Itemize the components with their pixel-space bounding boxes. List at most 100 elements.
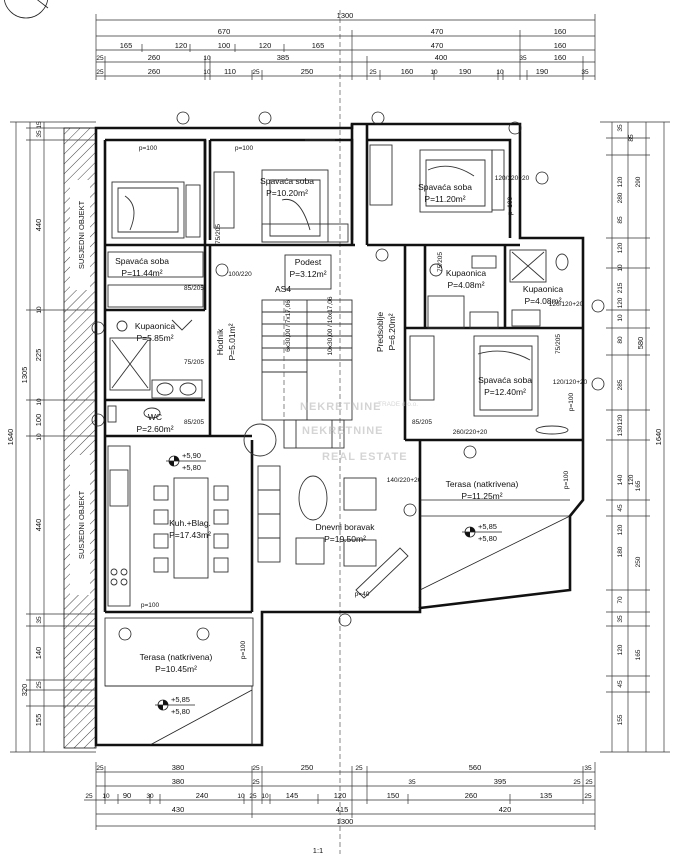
svg-text:85: 85 (617, 216, 624, 224)
dim-top-r4: 190 (459, 67, 472, 76)
bed-icon (369, 144, 505, 213)
opening-labels: p=100 p=100 p=100 p=100 p=100 p=100 p=10… (139, 145, 588, 659)
dim-right-overall: 1640 (654, 429, 663, 446)
svg-text:NEKRETNINE: NEKRETNINE (300, 401, 382, 413)
dim-bottom-r3: 25 (249, 793, 257, 800)
dim-bottom-r2: 395 (494, 777, 507, 786)
dim-bottom-r2: 380 (172, 777, 185, 786)
svg-text:120: 120 (617, 242, 624, 253)
room-name: Terasa (natkrivena) (446, 479, 519, 489)
svg-text:15: 15 (36, 121, 43, 129)
level-marker-icon (155, 699, 195, 711)
dim-bottom-r3: 145 (286, 791, 299, 800)
stair-run-right: 10x30,00 / 10x17,06 (327, 296, 334, 355)
dim-top-r2: 120 (175, 41, 188, 50)
dim-bottom-r1: 25 (252, 765, 260, 772)
dining-table (153, 477, 229, 579)
svg-text:+5,80: +5,80 (182, 463, 201, 472)
svg-text:p=100: p=100 (235, 145, 254, 152)
svg-text:10: 10 (36, 398, 43, 406)
dim-bottom-r4: 420 (499, 805, 512, 814)
svg-text:130: 130 (617, 425, 624, 436)
terrace-outlines (104, 499, 571, 746)
svg-text:+5,80: +5,80 (171, 707, 190, 716)
svg-text:35: 35 (36, 130, 43, 138)
svg-text:85: 85 (628, 134, 635, 142)
dim-top-overall: 1300 (337, 11, 354, 20)
room-name: Kupaonica (523, 284, 563, 294)
svg-text:140: 140 (34, 647, 43, 660)
svg-text:285: 285 (617, 379, 624, 390)
dim-top-r4: 10 (496, 69, 504, 76)
dim-top-r4: 25 (96, 69, 104, 76)
room-area: P=17.43m² (169, 530, 211, 540)
svg-text:NEKRETNINE: NEKRETNINE (302, 425, 384, 437)
stair-run-left: 6x30,00 / 7x17,06 (285, 300, 292, 352)
svg-text:180: 180 (617, 546, 624, 557)
svg-text:p=100: p=100 (141, 602, 160, 609)
svg-text:REAL ESTATE: REAL ESTATE (322, 451, 408, 463)
room-name: Spavaća soba (478, 375, 532, 385)
svg-text:225: 225 (34, 349, 43, 362)
svg-text:120: 120 (617, 644, 624, 655)
svg-text:440: 440 (34, 219, 43, 232)
svg-text:120/120+20: 120/120+20 (495, 175, 530, 182)
staircase (261, 254, 353, 421)
svg-text:140: 140 (617, 474, 624, 485)
dim-top-r4: 25 (252, 69, 260, 76)
level-markers: +5,90 +5,80 +5,85 +5,80 +5,85 +5,80 (155, 451, 502, 716)
neighbour-label: SUSJEDNI OBJEKT (77, 200, 86, 269)
svg-text:10: 10 (617, 314, 624, 322)
dim-bottom-r3: 30 (146, 793, 154, 800)
dim-bottom-r3: 150 (387, 791, 400, 800)
svg-text:100/220: 100/220 (228, 271, 252, 278)
neighbour-label: SUSJEDNI OBJEKT (77, 490, 86, 559)
walls (94, 122, 585, 747)
room-area: P=3.12m² (289, 269, 326, 279)
svg-text:45: 45 (617, 680, 624, 688)
dim-top-r3: 260 (148, 53, 161, 62)
wardrobe (107, 284, 204, 308)
svg-text:75/205: 75/205 (555, 334, 562, 354)
svg-text:215: 215 (617, 282, 624, 293)
room-area: P=5.01m² (227, 323, 237, 360)
svg-text:TRADE d.o.o.: TRADE d.o.o. (378, 401, 418, 408)
dim-top-r4: 25 (369, 69, 377, 76)
level-marker-icon (166, 455, 206, 467)
dim-bottom-r3: 120 (334, 791, 347, 800)
svg-text:250: 250 (635, 556, 642, 567)
svg-text:35: 35 (617, 615, 624, 623)
room-area: P=2.60m² (136, 424, 173, 434)
dim-bottom-r2: 25 (573, 779, 581, 786)
svg-text:+5,80: +5,80 (478, 534, 497, 543)
north-arrow-icon (3, 0, 49, 19)
stair-label: AS4 (275, 284, 291, 294)
room-area: P=11.25m² (461, 491, 502, 501)
dim-bottom-r2: 25 (252, 779, 260, 786)
svg-text:120/120+20: 120/120+20 (553, 379, 588, 386)
bathroom-fixtures (427, 255, 499, 329)
wardrobe (107, 251, 204, 278)
room-area: P=10.20m² (266, 188, 308, 198)
room-area: P=4.08m² (524, 296, 561, 306)
dim-bottom-r1: 250 (301, 763, 314, 772)
room-area: P=11.44m² (121, 268, 162, 278)
svg-text:320: 320 (20, 684, 29, 697)
dim-bottom-r3: 135 (540, 791, 553, 800)
furniture (107, 139, 569, 607)
dim-bottom-r2: 25 (585, 779, 593, 786)
dim-top-r3: 160 (554, 53, 567, 62)
room-name: Kuh.+Blag. (169, 518, 211, 528)
dim-top-r3: 400 (435, 53, 448, 62)
svg-text:155: 155 (34, 714, 43, 727)
watermark-logo: NEKRETNINE TRADE d.o.o. NEKRETNINE REAL … (300, 401, 418, 463)
room-name: Predsoblje (375, 312, 385, 352)
bottom-mark: 1:1 (313, 846, 323, 854)
svg-text:70: 70 (617, 596, 624, 604)
svg-text:35: 35 (36, 616, 43, 624)
level-marker-icon (462, 526, 502, 538)
dim-bottom-r2: 35 (408, 779, 416, 786)
svg-text:35: 35 (617, 124, 624, 132)
bottom-dimensions: 25 380 25 250 25 560 35 380 25 35 395 25… (84, 762, 596, 854)
